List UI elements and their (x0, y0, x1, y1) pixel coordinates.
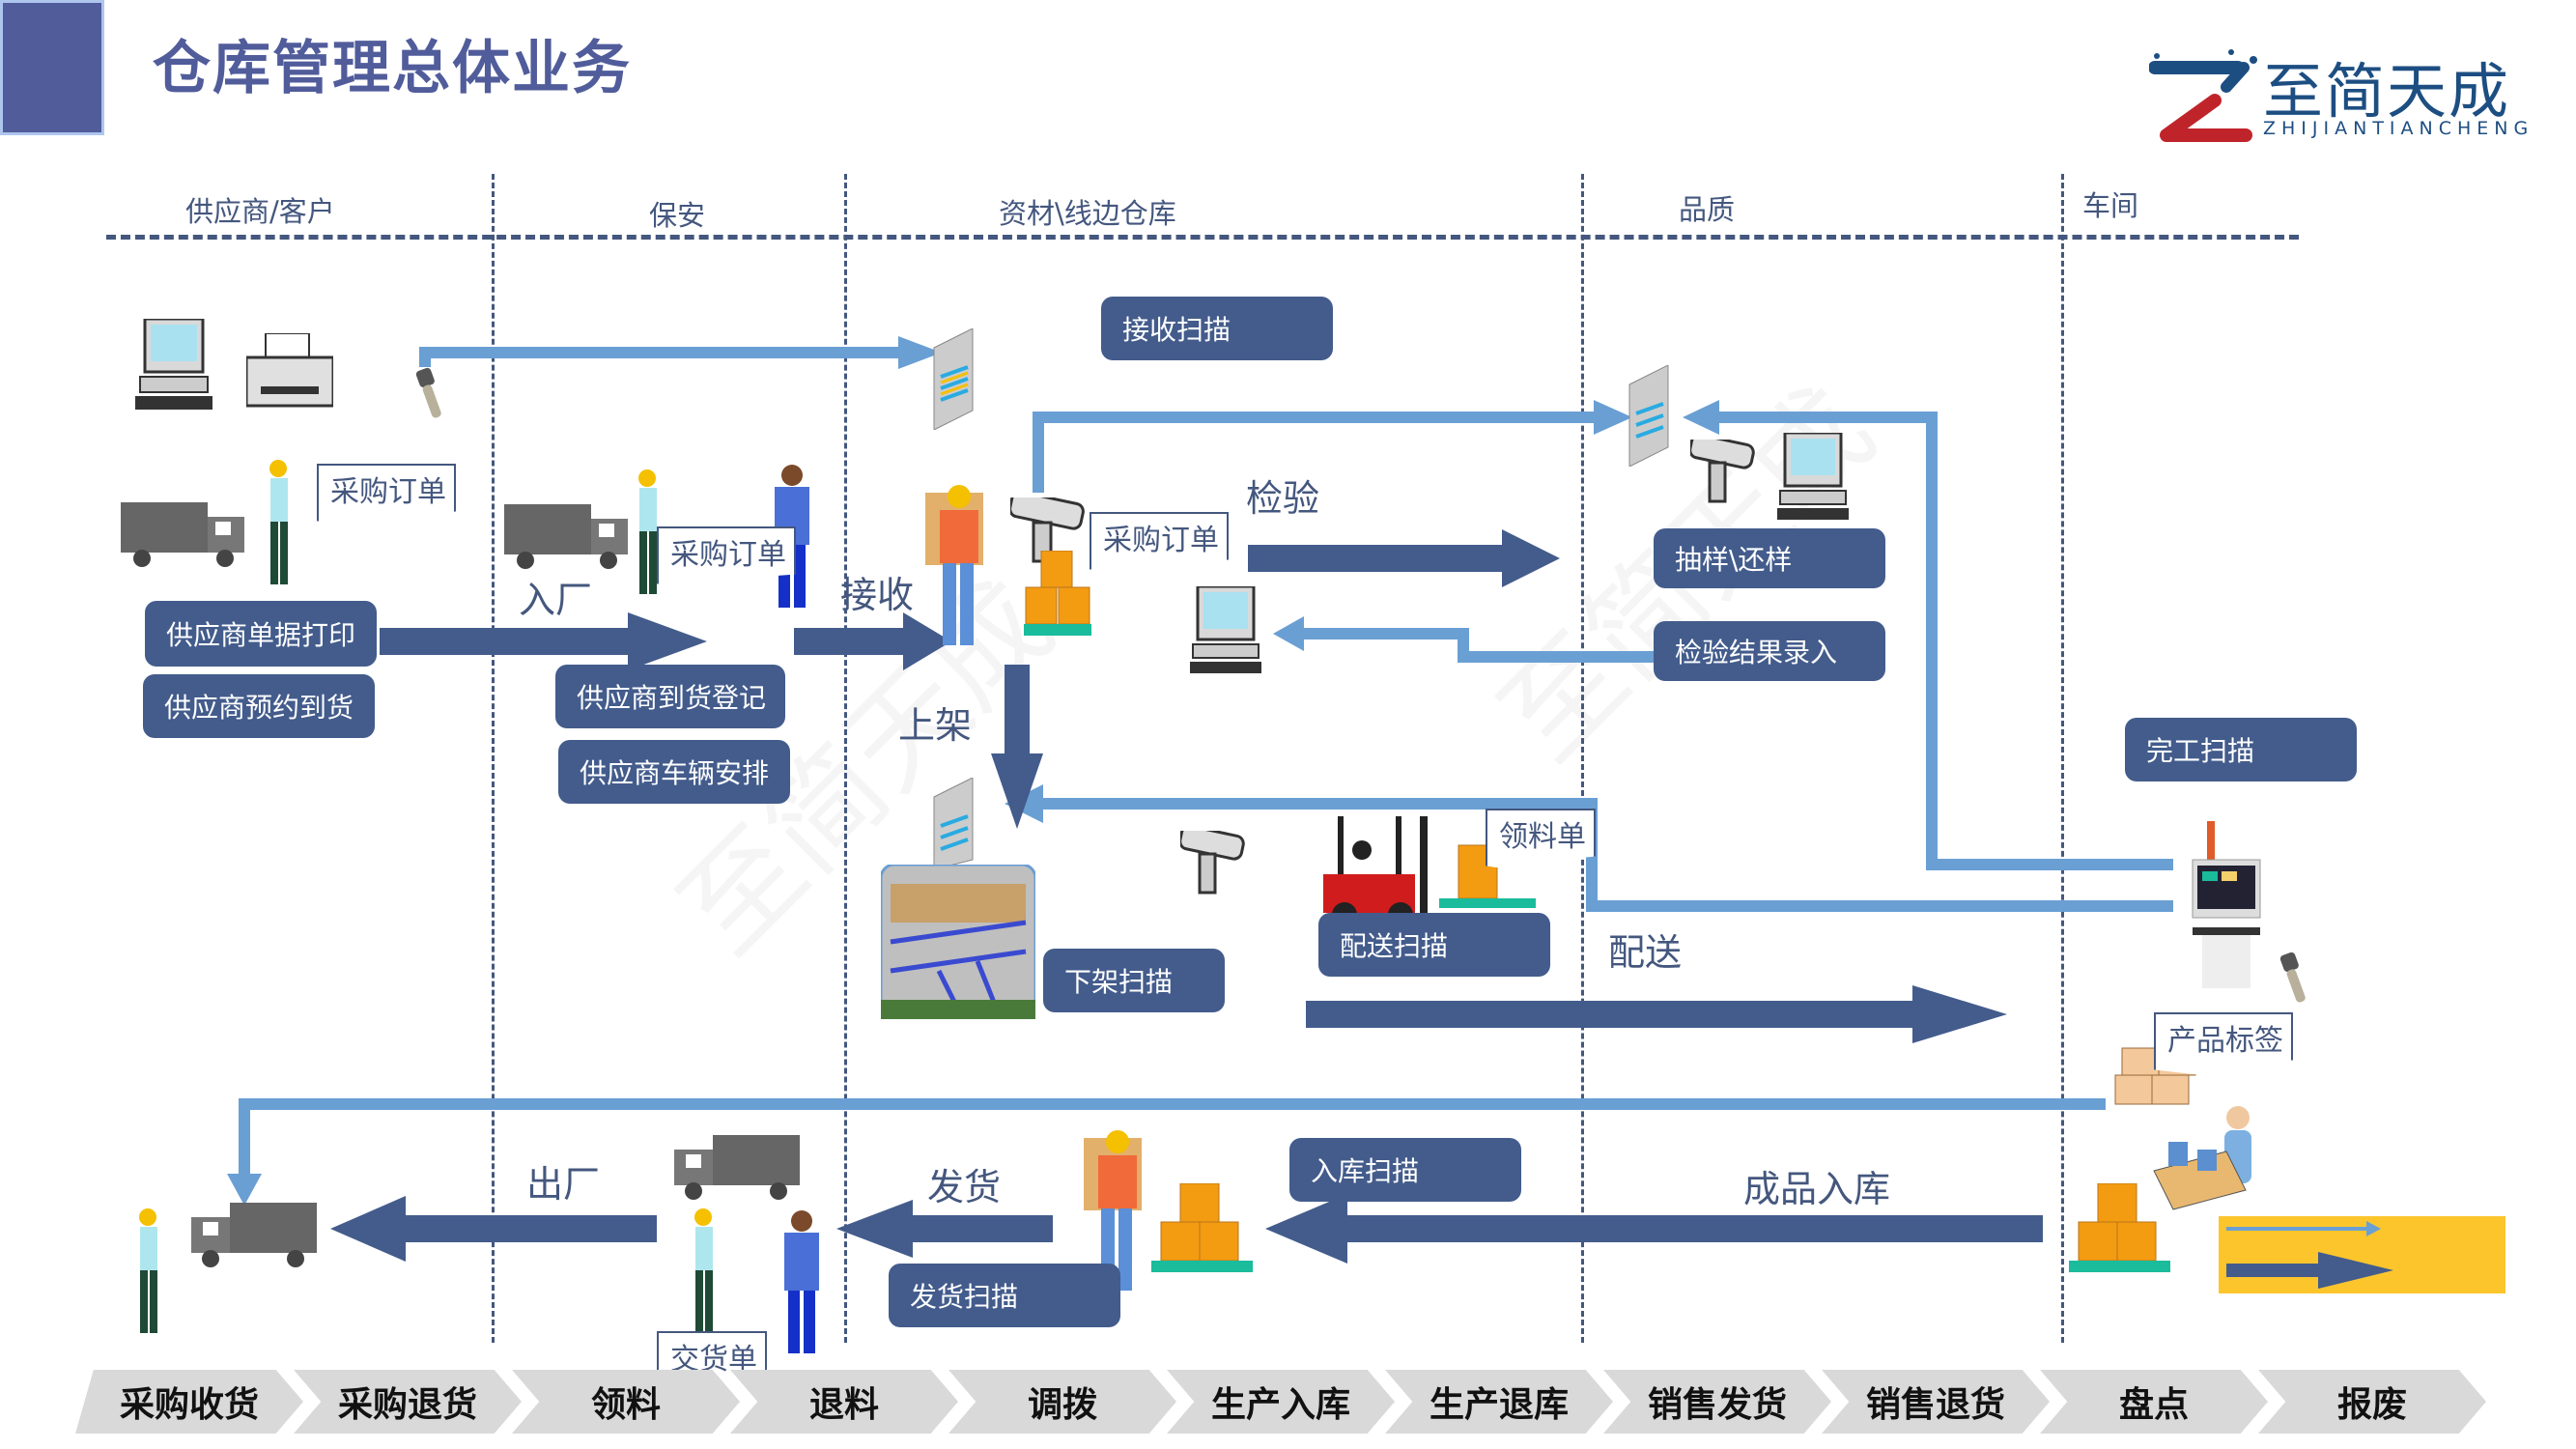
unshelve-scan-button[interactable]: 下架扫描 (1043, 949, 1225, 1012)
logo-chinese: 至简天成 (2263, 56, 2511, 127)
label-inspect: 检验 (1246, 477, 1320, 520)
computer-icon (1777, 433, 1849, 520)
lane-workshop: 车间 (2082, 189, 2139, 222)
warehouse-worker-icon (1084, 1130, 1142, 1291)
title-accent-bar (0, 0, 104, 135)
label-deliver: 配送 (1608, 931, 1683, 974)
arrow-stockin (1265, 1194, 2043, 1264)
process-tab[interactable]: 销售退货 (1822, 1370, 2050, 1434)
worker-icon (638, 469, 657, 594)
process-tab[interactable]: 采购收货 (75, 1370, 303, 1434)
arrowhead (898, 336, 942, 369)
label-enter-factory: 入厂 (519, 579, 593, 621)
computer-icon (135, 319, 212, 410)
barcode-label-icon (933, 778, 974, 869)
worker-icon (139, 1208, 157, 1333)
production-line-icon (2153, 1106, 2251, 1210)
receive-scan-button[interactable]: 接收扫描 (1101, 297, 1333, 360)
arrow-enter (380, 612, 707, 670)
guard-icon (784, 1210, 819, 1353)
process-tab[interactable]: 退料 (730, 1370, 958, 1434)
process-tab[interactable]: 报废 (2258, 1370, 2486, 1434)
forklift-icon (1323, 816, 1536, 927)
workstation-terminal-icon (2192, 821, 2261, 988)
process-tab[interactable]: 盘点 (2040, 1370, 2268, 1434)
lane-divider (844, 174, 847, 1343)
process-tab[interactable]: 调拨 (948, 1370, 1176, 1434)
barcode-label-icon (933, 328, 974, 430)
computer-icon (1190, 586, 1261, 673)
supplier-print-button[interactable]: 供应商单据打印 (145, 601, 377, 667)
logo-z-icon (2148, 49, 2257, 142)
worker-icon (269, 460, 288, 584)
pallet-boxes-icon (2069, 1183, 2170, 1272)
handheld-scanner-icon (1690, 440, 1755, 503)
company-logo: 至简天成 ZHIJIANTIANCHENG (2148, 46, 2535, 143)
lane-divider (492, 174, 495, 1343)
ship-scan-button[interactable]: 发货扫描 (889, 1264, 1120, 1327)
pallet-boxes-icon (1151, 1183, 1253, 1272)
lane-security: 保安 (649, 199, 706, 232)
arrow-receive (794, 612, 951, 670)
lane-divider (2061, 174, 2064, 1343)
arrowhead (1273, 616, 1304, 651)
label-receive: 接收 (840, 574, 915, 616)
process-tab[interactable]: 生产退库 (1385, 1370, 1613, 1434)
label-exit-factory: 出厂 (526, 1163, 601, 1206)
arrow-result-to-pc (1304, 628, 1656, 663)
arrival-register-button[interactable]: 供应商到货登记 (555, 665, 785, 728)
vehicle-arrange-button[interactable]: 供应商车辆安排 (558, 740, 790, 804)
pallet-boxes-icon (1024, 551, 1091, 636)
barcode-label-icon (1628, 365, 1669, 467)
process-tab[interactable]: 生产入库 (1167, 1370, 1395, 1434)
arrow-po-to-receive (419, 347, 898, 367)
doc-purchase-order: 采购订单 (657, 526, 796, 590)
label-finished-stockin: 成品入库 (1743, 1168, 1891, 1210)
arrow-exit (330, 1196, 657, 1262)
lane-divider (1581, 174, 1584, 1343)
lane-quality: 品质 (1679, 193, 1736, 226)
lane-warehouse: 资材\线边仓库 (999, 197, 1176, 230)
arrow-deliver (1306, 985, 2007, 1043)
arrow-inspect (1248, 529, 1560, 587)
arrow-finish-to-quality (1719, 412, 2173, 870)
sample-button[interactable]: 抽样\还样 (1654, 528, 1885, 588)
process-tab[interactable]: 采购退货 (294, 1370, 522, 1434)
worker-icon (694, 1208, 713, 1333)
finish-scan-button[interactable]: 完工扫描 (2125, 718, 2357, 781)
warehouse-image (881, 865, 1035, 1019)
handheld-scanner-icon (1180, 831, 1245, 895)
label-shelve: 上架 (898, 704, 973, 747)
printer-icon (246, 333, 333, 408)
arrowhead (227, 1174, 262, 1206)
process-tab[interactable]: 领料 (512, 1370, 740, 1434)
inspect-result-button[interactable]: 检验结果录入 (1654, 621, 1885, 681)
supplier-reserve-button[interactable]: 供应商预约到货 (143, 674, 375, 738)
arrow-ship (836, 1200, 1053, 1258)
truck-icon (121, 502, 244, 567)
stockin-scan-button[interactable]: 入库扫描 (1289, 1138, 1521, 1202)
arrowhead (1683, 400, 1719, 435)
page-title: 仓库管理总体业务 (153, 35, 632, 102)
barcode-scanner-icon (415, 367, 441, 418)
barcode-scanner-icon (2279, 952, 2306, 1003)
arrow-shelve (991, 665, 1043, 829)
label-ship: 发货 (927, 1166, 1002, 1208)
warehouse-worker-icon (925, 485, 983, 645)
arrowhead (1594, 400, 1632, 435)
deliver-scan-button[interactable]: 配送扫描 (1318, 913, 1550, 977)
arrow-receive-to-quality (1033, 412, 1594, 493)
lane-supplier: 供应商/客户 (185, 195, 335, 228)
lane-header-divider (106, 235, 2299, 240)
truck-icon (191, 1203, 317, 1267)
truck-icon (674, 1135, 800, 1200)
process-tab[interactable]: 销售发货 (1603, 1370, 1831, 1434)
truck-icon (504, 504, 628, 569)
arrow-stock-to-customer (239, 1098, 2106, 1179)
logo-english: ZHIJIANTIANCHENG (2263, 118, 2534, 139)
